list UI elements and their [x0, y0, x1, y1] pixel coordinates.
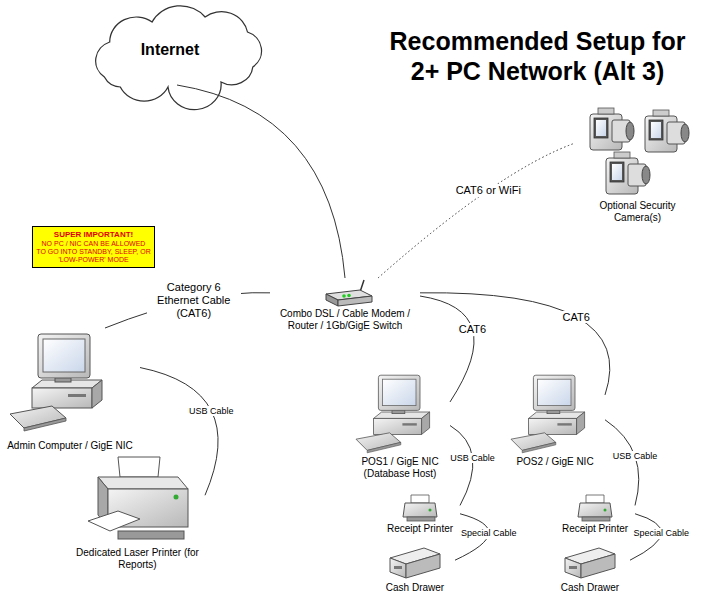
- laser-printer-icon: [88, 457, 188, 539]
- dotted-link: [378, 143, 575, 278]
- diagram-title: Recommended Setup for 2+ PC Network (Alt…: [375, 26, 700, 86]
- cable-label: USB Cable: [187, 406, 236, 416]
- cable-label: USB Cable: [448, 453, 497, 463]
- admin-computer-icon: [10, 334, 102, 431]
- cash-drawer-icon: [390, 548, 440, 578]
- cable-link: [420, 296, 474, 402]
- pos-computer-node: POS1 / GigE NIC (Database Host): [350, 372, 450, 479]
- receipt-printer-icon: [578, 495, 612, 521]
- receipt-printer-node: Receipt Printer: [555, 493, 635, 535]
- device-label: Receipt Printer: [380, 523, 460, 535]
- router-icon: [326, 280, 372, 306]
- pos1-computer-icon: [356, 375, 430, 453]
- device-label: Admin Computer / GigE NIC: [0, 440, 140, 452]
- device-label: Cash Drawer: [375, 582, 455, 594]
- cable-link: [605, 420, 639, 506]
- cable-label: USB Cable: [611, 451, 660, 461]
- cable-link: [140, 368, 218, 496]
- cable-label: CAT6: [561, 311, 592, 324]
- camera-icon: [645, 110, 689, 152]
- receipt-printer-node: Receipt Printer: [380, 493, 460, 535]
- device-label: Optional Security Camera(s): [575, 200, 700, 223]
- cash-drawer-node: Cash Drawer: [375, 538, 455, 594]
- cash-drawer-icon: [565, 548, 615, 578]
- router-node: Combo DSL / Cable Modem / Router / 1Gb/G…: [270, 278, 420, 331]
- device-label: Dedicated Laser Printer (for Reports): [70, 547, 205, 570]
- device-label: Combo DSL / Cable Modem / Router / 1Gb/G…: [270, 308, 420, 331]
- admin-computer-node: Admin Computer / GigE NIC: [0, 328, 140, 452]
- device-label: POS2 / GigE NIC: [505, 456, 605, 468]
- cable-link: [420, 293, 610, 395]
- cable-link: [450, 426, 473, 506]
- cable-label: CAT6 or WiFi: [454, 184, 523, 197]
- internet-cloud: [96, 6, 262, 110]
- camera-icon: [590, 108, 634, 150]
- device-label: POS1 / GigE NIC (Database Host): [350, 456, 450, 479]
- camera-node: Optional Security Camera(s): [575, 100, 700, 223]
- warning-body: NO PC / NIC CAN BE ALLOWED TO GO INTO ST…: [36, 240, 151, 264]
- warning-note: SUPER IMPORTANT!NO PC / NIC CAN BE ALLOW…: [32, 226, 155, 268]
- laser-printer-node: Dedicated Laser Printer (for Reports): [70, 455, 205, 570]
- warning-heading: SUPER IMPORTANT!: [36, 230, 151, 239]
- device-label: Cash Drawer: [550, 582, 630, 594]
- cable-label: Category 6 Ethernet Cable (CAT6): [147, 281, 241, 319]
- device-label: Receipt Printer: [555, 523, 635, 535]
- receipt-printer-icon: [403, 495, 437, 521]
- camera-icon: [606, 152, 650, 194]
- cable-label: CAT6: [457, 323, 488, 336]
- cable-label: Special Cable: [631, 528, 691, 538]
- pos-computer-node: POS2 / GigE NIC: [505, 372, 605, 468]
- cable-label: Special Cable: [459, 528, 519, 538]
- pos2-computer-icon: [511, 375, 585, 453]
- cable-link: [177, 85, 345, 278]
- cash-drawer-node: Cash Drawer: [550, 538, 630, 594]
- device-label: Internet: [141, 41, 200, 59]
- internet-cloud-node: Internet: [100, 15, 240, 85]
